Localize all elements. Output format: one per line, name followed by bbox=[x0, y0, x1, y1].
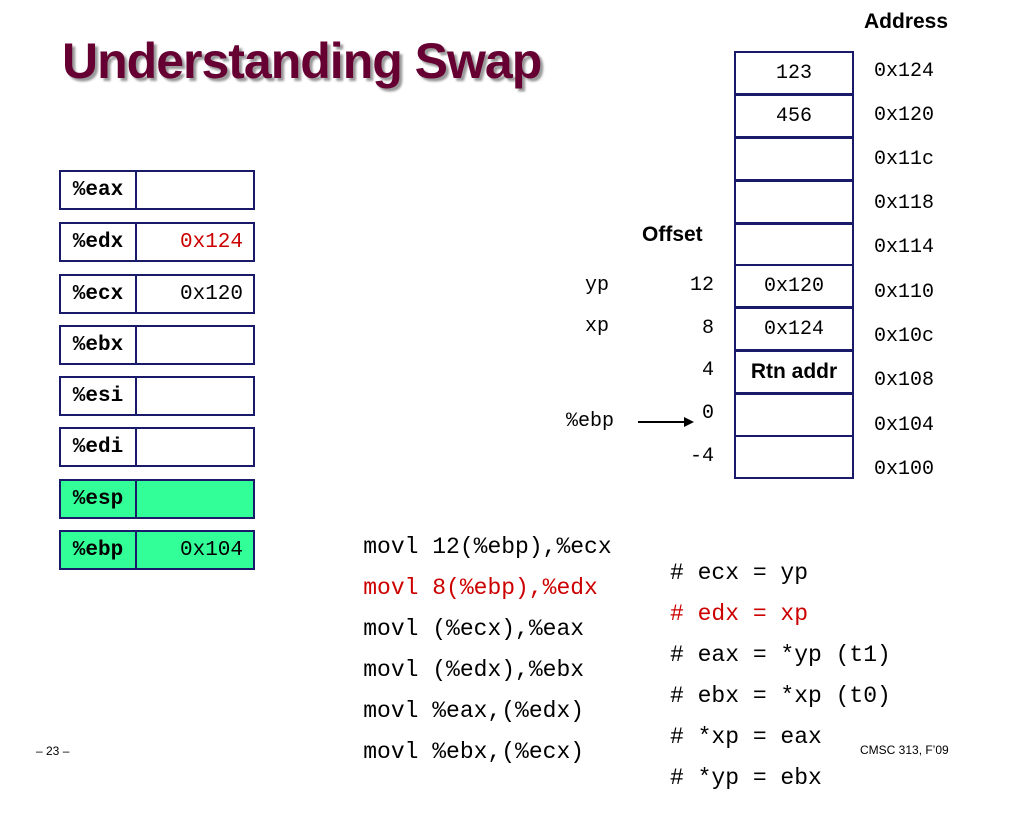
ebp-arrow-icon bbox=[638, 417, 694, 427]
slide-title: Understanding Swap bbox=[62, 33, 542, 89]
address-label: 0x120 bbox=[874, 104, 935, 127]
instruction: movl (%ecx),%eax bbox=[363, 616, 585, 642]
address-label: 0x118 bbox=[874, 192, 935, 215]
register-edx: %edx 0x124 bbox=[59, 222, 255, 262]
course-label: CMSC 313, F’09 bbox=[860, 743, 949, 757]
comment: # *xp = eax bbox=[670, 724, 822, 750]
register-name: %eax bbox=[61, 172, 137, 208]
register-value bbox=[137, 327, 253, 363]
xp-label: xp bbox=[585, 315, 610, 338]
page-number: – 23 – bbox=[36, 744, 70, 758]
register-value bbox=[137, 429, 253, 465]
comment: # ebx = *xp (t0) bbox=[670, 683, 891, 709]
offset-header: Offset bbox=[642, 223, 703, 246]
instruction: movl 12(%ebp),%ecx bbox=[363, 534, 612, 560]
stack-cell bbox=[734, 137, 854, 181]
offset-label: -4 bbox=[689, 445, 714, 468]
stack-cell bbox=[734, 180, 854, 224]
address-label: 0x124 bbox=[874, 60, 935, 83]
register-value: 0x120 bbox=[179, 282, 243, 306]
register-ecx: %ecx 0x120 bbox=[59, 274, 255, 314]
yp-label: yp bbox=[585, 274, 610, 297]
stack-cell: 123 bbox=[734, 51, 854, 95]
register-value: 0x104 bbox=[179, 538, 243, 562]
register-name: %edx bbox=[61, 224, 137, 260]
code-line: movl (%edx),%ebx # ebx = *xp (t0) bbox=[308, 631, 891, 709]
register-name: %ebp bbox=[61, 532, 137, 568]
register-name: %ecx bbox=[61, 276, 137, 312]
address-label: 0x10c bbox=[874, 325, 935, 348]
stack-cell: 0x124 bbox=[734, 307, 854, 351]
code-line: movl (%ecx),%eax # eax = *yp (t1) bbox=[308, 590, 891, 668]
stack-cell: Rtn addr bbox=[734, 350, 854, 394]
register-name: %esi bbox=[61, 378, 137, 414]
register-ebx: %ebx bbox=[59, 325, 255, 365]
address-label: 0x108 bbox=[874, 369, 935, 392]
offset-label: 0 bbox=[701, 402, 714, 425]
register-eax: %eax bbox=[59, 170, 255, 210]
register-value bbox=[137, 378, 253, 414]
register-edi: %edi bbox=[59, 427, 255, 467]
instruction: movl (%edx),%ebx bbox=[363, 657, 585, 683]
register-name: %edi bbox=[61, 429, 137, 465]
register-value: 0x124 bbox=[179, 230, 243, 254]
stack-cell: 0x120 bbox=[734, 264, 854, 308]
address-label: 0x110 bbox=[874, 281, 935, 304]
register-name: %ebx bbox=[61, 327, 137, 363]
stack-cell bbox=[734, 393, 854, 437]
comment: # eax = *yp (t1) bbox=[670, 642, 891, 668]
comment: # ecx = yp bbox=[670, 560, 809, 586]
offset-label: 12 bbox=[689, 274, 714, 297]
stack-cell bbox=[734, 223, 854, 267]
code-line: movl %eax,(%edx) # *xp = eax bbox=[308, 672, 822, 750]
instruction: movl %eax,(%edx) bbox=[363, 698, 585, 724]
address-label: 0x104 bbox=[874, 414, 935, 437]
address-label: 0x114 bbox=[874, 236, 935, 259]
register-esi: %esi bbox=[59, 376, 255, 416]
code-line-current: movl 8(%ebp),%edx # edx = xp bbox=[308, 549, 808, 627]
register-name: %esp bbox=[61, 481, 137, 517]
stack-cell: 456 bbox=[734, 94, 854, 138]
code-line: movl %ebx,(%ecx) # *yp = ebx bbox=[308, 713, 822, 791]
address-label: 0x100 bbox=[874, 458, 935, 481]
instruction: movl 8(%ebp),%edx bbox=[363, 575, 598, 601]
ebp-pointer-label: %ebp bbox=[566, 410, 615, 433]
instruction: movl %ebx,(%ecx) bbox=[363, 739, 585, 765]
address-header: Address bbox=[864, 10, 949, 33]
register-value bbox=[137, 481, 253, 517]
comment: # *yp = ebx bbox=[670, 765, 822, 791]
stack-cell bbox=[734, 435, 854, 479]
register-value bbox=[137, 172, 253, 208]
comment: # edx = xp bbox=[670, 601, 809, 627]
register-ebp: %ebp 0x104 bbox=[59, 530, 255, 570]
offset-label: 8 bbox=[701, 317, 714, 340]
code-line: movl 12(%ebp),%ecx # ecx = yp bbox=[308, 508, 808, 586]
address-label: 0x11c bbox=[874, 148, 935, 171]
offset-label: 4 bbox=[701, 359, 714, 382]
register-esp: %esp bbox=[59, 479, 255, 519]
